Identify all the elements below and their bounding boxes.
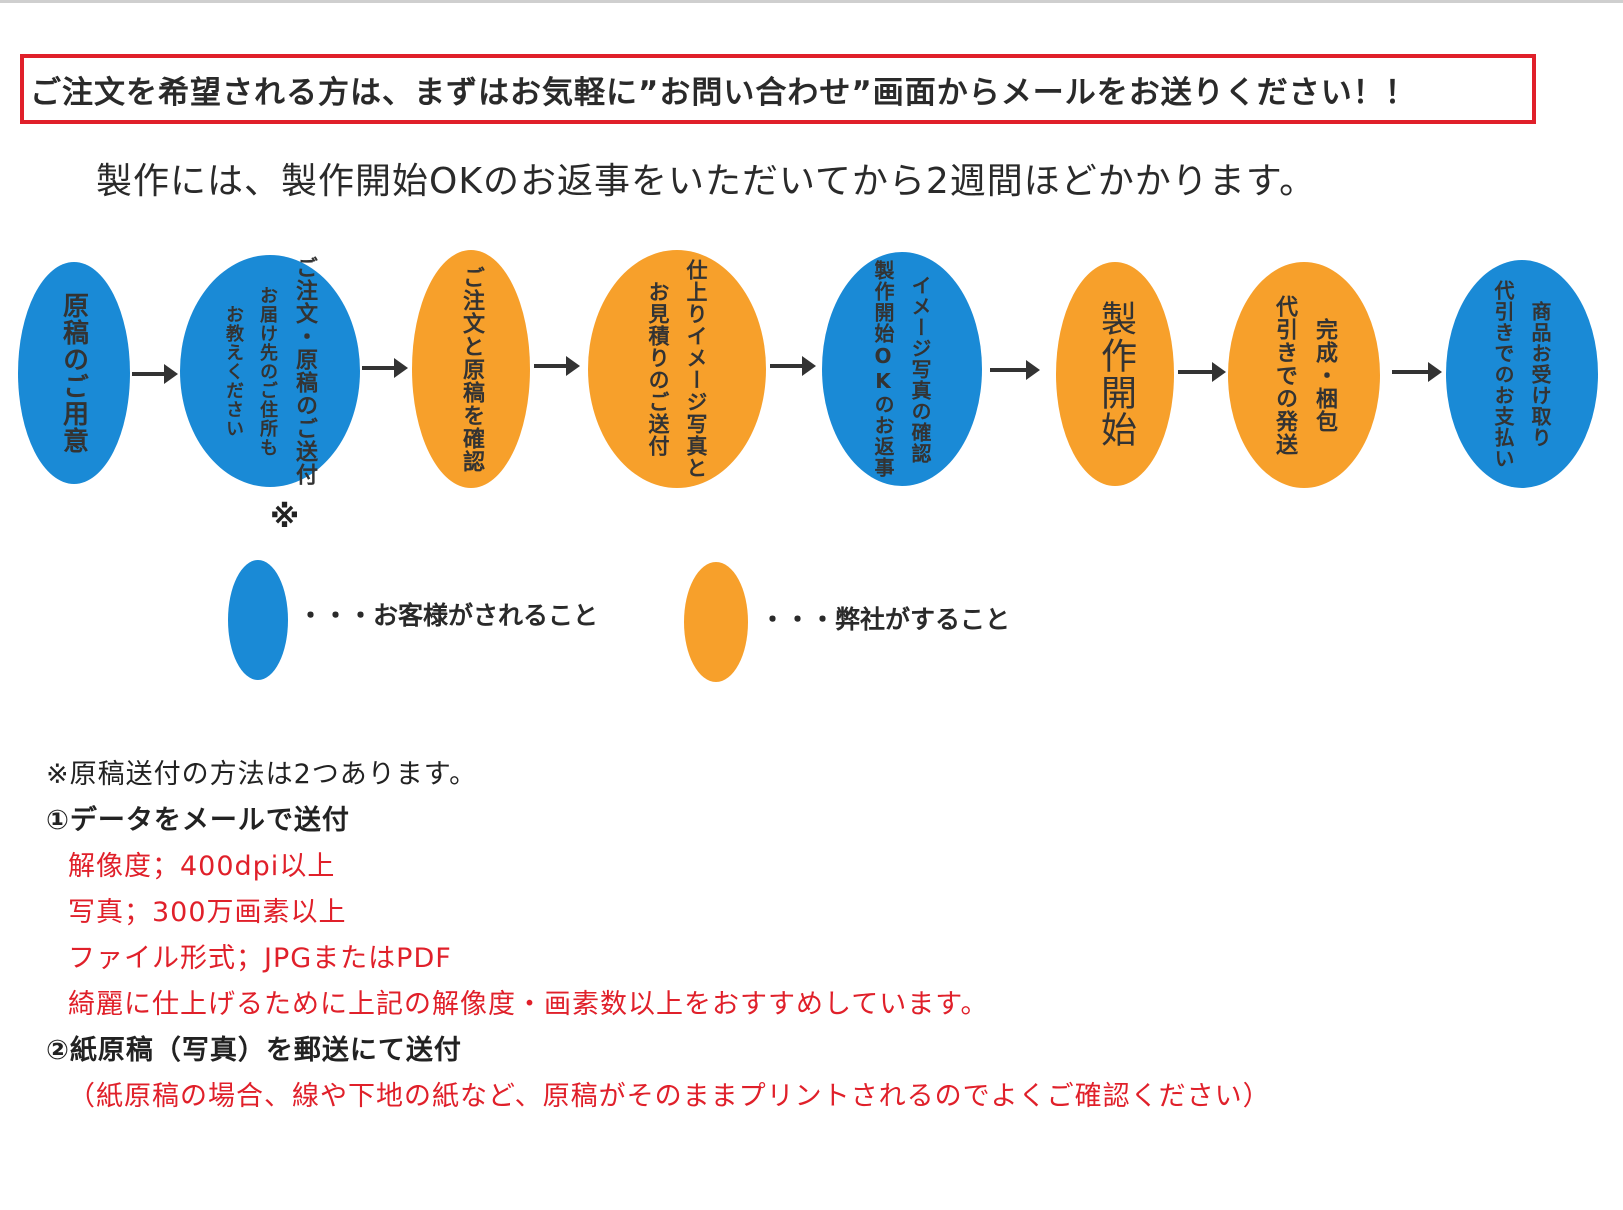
method1-title: ①データをメールで送付 [46,805,350,836]
flow-step-confirm-order: ご注文と原稿を確認 [412,250,530,488]
method1-item: 解像度；400dpi以上 [68,851,336,882]
flow-step-label: 製作開始 [1095,300,1136,448]
legend-company-swatch [684,562,748,682]
flow-arrow [534,356,580,376]
flow-arrow [132,364,178,384]
flow-step-prepare-manuscript: 原稿のご用意 [18,262,130,484]
flow-step-ship: 完成・梱包 代引きでの発送 [1228,262,1380,488]
order-flow-diagram: 原稿のご用意 ご注文・原稿のご送付 お届け先のご住所も お教えください ご注文と… [0,240,1623,540]
flow-step-label: 商品お受け取り [1528,300,1552,448]
flow-step-label: ご注文・原稿のご送付 [292,256,317,486]
flow-step-label: 原稿のご用意 [58,292,89,454]
flow-step-receive-pay: 商品お受け取り 代引きでのお支払い [1446,260,1598,488]
flow-asterisk-mark: ※ [270,500,300,535]
method2-title: ②紙原稿（写真）を郵送にて送付 [46,1035,462,1066]
flow-step-send-order: ご注文・原稿のご送付 お届け先のご住所も お教えください [180,255,360,487]
notes-intro: ※原稿送付の方法は2つあります。 [46,759,478,790]
order-notice-text: ご注文を希望される方は、まずはお気軽に”お問い合わせ”画面からメールをお送りくだ… [30,74,1417,111]
flow-step-label: 仕上りイメージ写真と [684,259,708,479]
method1-item: ファイル形式；JPGまたはPDF [68,943,452,974]
flow-step-confirm-image: イメージ写真の確認 製作開始OKのお返事 [822,252,982,486]
flow-step-send-estimate: 仕上りイメージ写真と お見積りのご送付 [588,250,766,488]
method2-note: （紙原稿の場合、線や下地の紙など、原稿がそのままプリントされるのでよくご確認くだ… [68,1081,1271,1112]
flow-arrow [362,358,408,378]
order-notice-box: ご注文を希望される方は、まずはお気軽に”お問い合わせ”画面からメールをお送りくだ… [20,54,1536,124]
flow-step-start-production: 製作開始 [1056,262,1174,486]
flow-arrow [1392,362,1442,382]
flow-step-label: お見積りのご送付 [646,281,670,457]
flow-arrow [1178,362,1226,382]
method1-item: 写真；300万画素以上 [68,897,347,928]
flow-step-label: 代引きでのお支払い [1491,279,1515,469]
flow-step-label: 完成・梱包 [1312,317,1337,433]
lead-time-text: 製作には、製作開始OKのお返事をいただいてから2週間ほどかかります。 [96,161,1317,202]
flow-step-sublabel: お届け先のご住所も [257,285,278,457]
flow-step-sublabel: お教えください [223,304,244,438]
flow-arrow [990,360,1040,380]
top-divider [0,0,1623,3]
flow-step-label: イメージ写真の確認 [908,274,932,464]
flow-step-label: ご注文と原稿を確認 [459,265,484,473]
flow-step-label: 製作開始OKのお返事 [871,260,895,478]
flow-step-label: 代引きでの発送 [1272,294,1297,456]
flow-arrow [770,356,816,376]
legend-customer-label: ・・・お客様がされること [298,601,599,630]
method1-item: 綺麗に仕上げるために上記の解像度・画素数以上をおすすめしています。 [68,989,989,1020]
legend-customer-swatch [228,560,288,680]
legend-company-label: ・・・弊社がすること [760,605,1011,634]
